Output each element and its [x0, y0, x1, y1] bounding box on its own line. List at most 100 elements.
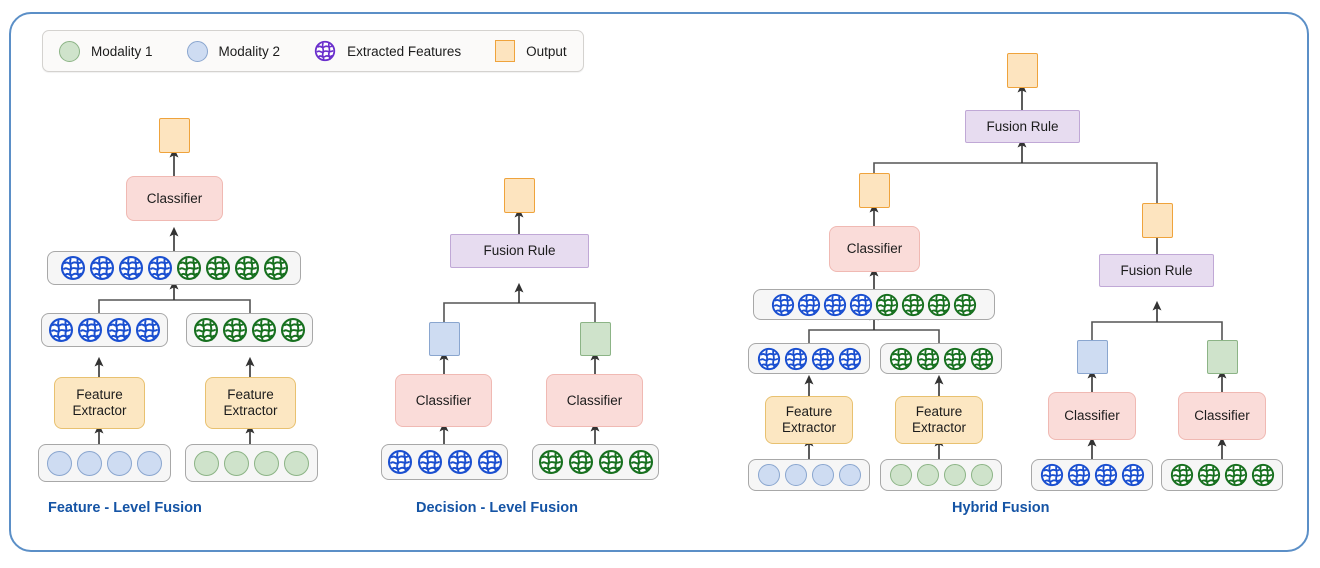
extracted-feature-icon: [106, 317, 132, 343]
row-cell: [137, 450, 162, 476]
p1-feature-row-right[interactable]: [186, 313, 313, 347]
p3-final-output-box[interactable]: [1007, 53, 1038, 88]
extracted-feature-icon: [280, 317, 306, 343]
row-cell: [797, 293, 821, 317]
p3-right-output-box[interactable]: [1142, 203, 1173, 238]
p3-decision-box-left[interactable]: [1077, 340, 1108, 374]
row-cell: [757, 464, 780, 486]
extractor-label: Feature Extractor: [72, 387, 127, 418]
row-cell: [118, 255, 144, 281]
p3-decision-feature-row-left[interactable]: [1031, 459, 1153, 491]
p1-fused-feature-row[interactable]: [47, 251, 301, 285]
circle-green-icon: [224, 450, 249, 476]
p1-caption: Feature - Level Fusion: [48, 500, 202, 516]
extracted-feature-icon: [568, 449, 593, 475]
p3-modality-row-left[interactable]: [748, 459, 870, 491]
row-cell: [205, 255, 231, 281]
row-cell: [875, 293, 899, 317]
row-cell: [970, 464, 993, 486]
p2-decision-box-left[interactable]: [429, 322, 460, 356]
p2-classifier-right[interactable]: Classifier: [546, 374, 643, 427]
extracted-feature-icon: [314, 40, 336, 62]
p3-decision-feature-row-right[interactable]: [1161, 459, 1283, 491]
p3-feature-extractor-left[interactable]: Feature Extractor: [765, 396, 853, 444]
extracted-feature-icon: [147, 255, 172, 281]
extracted-feature-icon: [538, 449, 563, 475]
p3-feature-row-left[interactable]: [748, 343, 870, 374]
p3-right-fusion-rule[interactable]: Fusion Rule: [1099, 254, 1214, 287]
row-cell: [176, 255, 202, 281]
extracted-feature-icon: [628, 449, 653, 475]
row-cell: [838, 464, 861, 486]
p1-output-box[interactable]: [159, 118, 190, 153]
p3-classifier-right[interactable]: Classifier: [1178, 392, 1266, 440]
extracted-feature-icon: [1170, 463, 1193, 487]
extractor-label: Feature Extractor: [781, 404, 836, 435]
row-cell: [1067, 463, 1091, 487]
row-cell: [538, 449, 564, 475]
extracted-feature-icon: [598, 449, 623, 475]
row-cell: [943, 464, 966, 486]
p2-fusion-rule[interactable]: Fusion Rule: [450, 234, 589, 268]
extracted-feature-icon: [1224, 463, 1247, 487]
extracted-feature-icon: [1251, 463, 1274, 487]
p1-feature-extractor-left[interactable]: Feature Extractor: [54, 377, 145, 429]
p3-classifier-left[interactable]: Classifier: [1048, 392, 1136, 440]
row-cell: [784, 347, 808, 371]
extracted-feature-icon: [953, 293, 977, 316]
p2-decision-box-right[interactable]: [580, 322, 611, 356]
p3-top-fusion-rule[interactable]: Fusion Rule: [965, 110, 1080, 143]
legend-label: Output: [526, 43, 567, 59]
row-cell: [477, 449, 503, 475]
circle-green-icon: [889, 464, 912, 486]
extracted-feature-icon: [811, 347, 834, 370]
p3-feature-extractor-right[interactable]: Feature Extractor: [895, 396, 983, 444]
extracted-feature-icon: [222, 317, 248, 343]
row-cell: [147, 255, 173, 281]
row-cell: [284, 450, 309, 476]
circle-blue-icon: [47, 450, 72, 476]
p2-feature-row-right[interactable]: [532, 444, 659, 480]
extracted-feature-icon: [234, 255, 259, 281]
p2-feature-row-left[interactable]: [381, 444, 508, 480]
p3-feature-row-right[interactable]: [880, 343, 1002, 374]
p3-decision-box-right[interactable]: [1207, 340, 1238, 374]
circle-blue-icon: [107, 450, 132, 476]
legend-label: Extracted Features: [347, 43, 462, 59]
row-cell: [916, 347, 940, 371]
row-cell: [222, 317, 248, 343]
row-cell: [106, 317, 132, 343]
row-cell: [254, 450, 279, 476]
p1-modality-row-left[interactable]: [38, 444, 171, 482]
circle-green-icon: [254, 450, 279, 476]
p3-left-output-box[interactable]: [859, 173, 890, 208]
circle-green-icon: [59, 40, 80, 62]
row-cell: [757, 347, 781, 371]
p1-classifier[interactable]: Classifier: [126, 176, 223, 221]
legend-item-2: Modality 2: [186, 40, 281, 62]
p1-feature-extractor-right[interactable]: Feature Extractor: [205, 377, 296, 429]
row-cell: [107, 450, 132, 476]
row-cell: [234, 255, 260, 281]
p2-classifier-left[interactable]: Classifier: [395, 374, 492, 427]
p3-modality-row-right[interactable]: [880, 459, 1002, 491]
p3-fused-feature-row[interactable]: [753, 289, 995, 320]
row-cell: [889, 347, 913, 371]
row-cell: [1121, 463, 1145, 487]
extracted-feature-icon: [1040, 463, 1063, 487]
extracted-feature-icon: [1067, 463, 1090, 487]
p2-output-box[interactable]: [504, 178, 535, 213]
row-cell: [1170, 463, 1194, 487]
row-cell: [811, 464, 834, 486]
row-cell: [568, 449, 594, 475]
row-cell: [771, 293, 795, 317]
p3-left-classifier[interactable]: Classifier: [829, 226, 920, 272]
p1-modality-row-right[interactable]: [185, 444, 318, 482]
p1-feature-row-left[interactable]: [41, 313, 168, 347]
row-cell: [1197, 463, 1221, 487]
extracted-feature-icon: [916, 347, 939, 370]
legend-label: Modality 2: [218, 43, 281, 59]
row-cell: [417, 449, 443, 475]
extracted-feature-icon: [118, 255, 143, 281]
